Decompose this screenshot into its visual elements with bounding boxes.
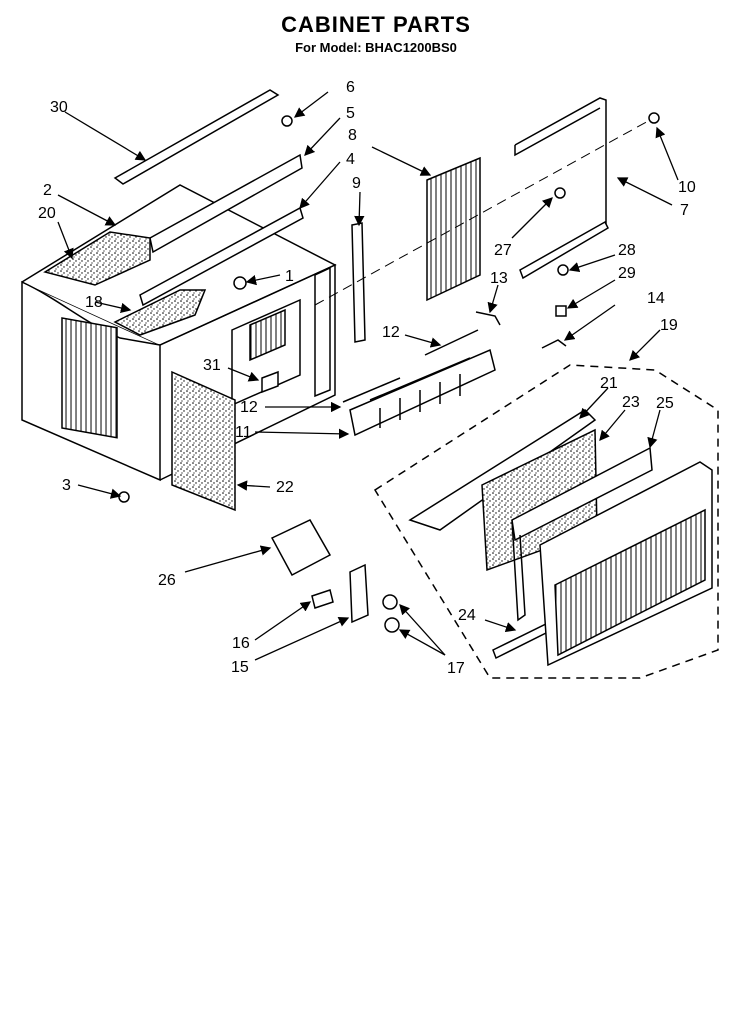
callout-22: 22 xyxy=(276,479,294,496)
callout-13: 13 xyxy=(490,270,508,287)
callout-7: 7 xyxy=(680,202,689,219)
callout-5: 5 xyxy=(346,105,355,122)
part-12-rod-lower xyxy=(342,377,401,403)
part-17-knob-lower xyxy=(384,617,400,633)
part-18-insulation xyxy=(113,289,207,336)
callout-18: 18 xyxy=(85,294,103,311)
callout-labels: 1 2 3 4 5 6 7 8 9 10 11 12 12 13 14 15 1… xyxy=(38,79,696,677)
part-26-bracket xyxy=(270,519,332,577)
callout-24: 24 xyxy=(458,607,476,624)
part-25-frame xyxy=(511,446,653,542)
part-12-rod-upper xyxy=(424,329,479,356)
part-8-grille xyxy=(426,156,481,302)
part-3-screw xyxy=(118,491,130,503)
callout-15: 15 xyxy=(231,659,249,676)
part-29-nut xyxy=(555,305,567,317)
callout-28: 28 xyxy=(618,242,636,259)
callout-21: 21 xyxy=(600,375,618,392)
callout-31: 31 xyxy=(203,357,221,374)
callout-12-upper: 12 xyxy=(382,324,400,341)
part-16-fastener xyxy=(311,589,334,609)
part-10-screw xyxy=(648,112,660,124)
part-11-tray xyxy=(349,348,496,437)
part-22-panel xyxy=(171,370,236,512)
part-20-insulation xyxy=(43,231,151,286)
callout-14: 14 xyxy=(647,290,665,307)
assembly-axis-line xyxy=(314,119,651,306)
part-30-top-rail xyxy=(113,89,280,185)
part-4-bar xyxy=(139,206,304,307)
callout-12-lower: 12 xyxy=(240,399,258,416)
part-6-screw xyxy=(281,115,293,127)
callout-26: 26 xyxy=(158,572,176,589)
callout-23: 23 xyxy=(622,394,640,411)
part-17-knob-upper xyxy=(382,594,398,610)
callout-2: 2 xyxy=(43,182,52,199)
part-15-plate xyxy=(349,563,369,624)
callout-6: 6 xyxy=(346,79,355,96)
callout-8: 8 xyxy=(348,127,357,144)
part-1-plug xyxy=(233,276,247,290)
page-title: CABINET PARTS xyxy=(281,12,471,37)
part-9-strip xyxy=(351,222,366,343)
part-31-bracket xyxy=(261,370,279,394)
part-19-front-assembly-boundary xyxy=(373,364,719,679)
part-7-frame xyxy=(514,97,609,280)
part-28-screw xyxy=(557,264,569,276)
part-27-screw xyxy=(554,187,566,199)
callout-10: 10 xyxy=(678,179,696,196)
leader-lines xyxy=(57,91,679,661)
part-25-frame-side xyxy=(511,519,526,622)
part-5-bar xyxy=(149,153,303,254)
part-14-clip xyxy=(541,339,567,349)
page-subtitle: For Model: BHAC1200BS0 xyxy=(295,40,457,55)
callout-27: 27 xyxy=(494,242,512,259)
cabinet-rear-opening xyxy=(231,266,331,407)
callout-3: 3 xyxy=(62,477,71,494)
callout-9: 9 xyxy=(352,175,361,192)
callout-29: 29 xyxy=(618,265,636,282)
callout-4: 4 xyxy=(346,151,355,168)
part-13-clip xyxy=(475,311,501,326)
part-21-filter-frame xyxy=(408,409,597,531)
callout-30: 30 xyxy=(50,99,68,116)
callout-17: 17 xyxy=(447,660,465,677)
callout-11: 11 xyxy=(235,424,252,441)
cabinet-side-louvers xyxy=(61,317,118,439)
callout-1: 1 xyxy=(285,268,294,285)
part-24-rail xyxy=(492,620,553,660)
callout-25: 25 xyxy=(656,395,674,412)
callout-19: 19 xyxy=(660,317,678,334)
front-grille xyxy=(539,461,713,667)
callout-16: 16 xyxy=(232,635,250,652)
callout-20: 20 xyxy=(38,205,56,222)
